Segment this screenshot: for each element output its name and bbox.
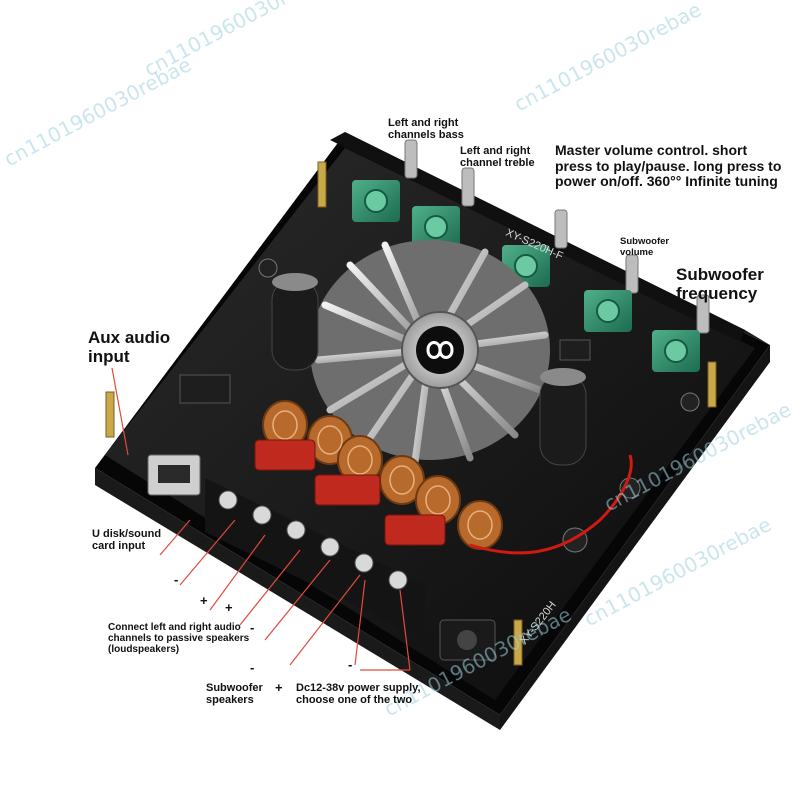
ics [179, 339, 591, 404]
polarity-minus-4: - [348, 657, 353, 672]
pcb-board [95, 132, 770, 730]
pot-shafts [404, 139, 710, 334]
capacitors [258, 258, 700, 553]
label-master: Master volume control. short press to pl… [555, 142, 782, 190]
polarity-minus-1: - [174, 572, 179, 587]
label-power: Dc12-38v power supply, choose one of the… [296, 682, 421, 707]
polarity-minus-3: - [250, 660, 255, 675]
label-aux: Aux audio input [88, 328, 171, 367]
label-sub-speakers: Subwoofer speakers [206, 682, 263, 707]
red-wire [469, 454, 633, 555]
coil-windings [272, 410, 493, 540]
polarity-plus-2: + [225, 600, 233, 615]
label-passive-speakers: Connect left and right audio channels to… [108, 622, 250, 656]
film-capacitors [254, 439, 446, 546]
usb-port [147, 454, 201, 496]
polarity-minus-2: - [250, 620, 255, 635]
polarity-plus-3: + [275, 680, 283, 695]
standoffs [105, 161, 717, 666]
screw-terminals [205, 478, 425, 640]
heatsink [310, 236, 550, 466]
label-usb: U disk/sound card input [92, 528, 162, 553]
polarity-plus-1: + [200, 593, 208, 608]
label-sub-frequency: Subwoofer frequency [676, 265, 764, 304]
dc-jack [439, 619, 496, 661]
potentiometers [352, 180, 700, 372]
label-treble: Left and right channel treble [460, 145, 535, 170]
label-bass: Left and right channels bass [388, 117, 464, 142]
callout-lines [111, 367, 411, 671]
label-sub-volume: Subwoofer volume [620, 236, 670, 258]
